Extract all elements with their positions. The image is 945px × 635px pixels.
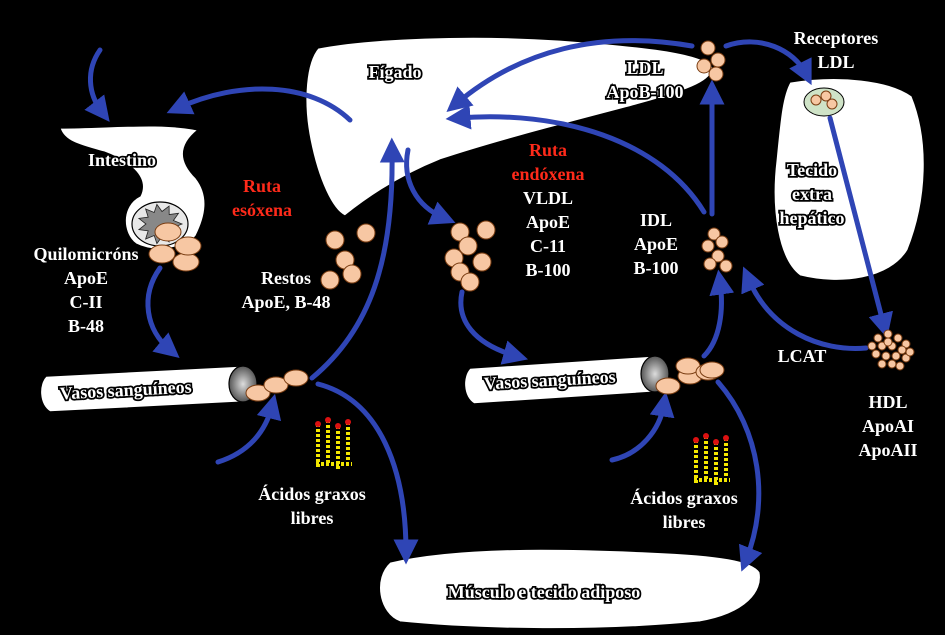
- fatty-acid-icon: [693, 433, 730, 486]
- endogenous-route-label-2: endóxena: [511, 164, 584, 184]
- arrow-chylomicrons-to-vessel: [145, 265, 180, 359]
- arrow-idl-to-liver: [445, 104, 707, 215]
- extrahepatic-tissue-label-3: hepático: [780, 208, 845, 228]
- arrow-ldl-to-receptors: [723, 39, 812, 86]
- ldl-label: LDL: [626, 58, 663, 78]
- arrow-hdl-to-idl: [741, 266, 869, 351]
- hdl-particle: [867, 341, 877, 351]
- hdl-particle: [883, 329, 893, 339]
- chylomicrons-apoe: ApoE: [64, 268, 108, 288]
- remnant-particles: [320, 223, 376, 290]
- fatty-acids-free-right: libres: [663, 512, 706, 532]
- hdl-particle: [893, 333, 903, 343]
- exogenous-route-label: Ruta: [243, 176, 281, 196]
- ldl-particles: [696, 40, 726, 82]
- liver-label: Fígado: [368, 62, 421, 82]
- ldl-receptors-ldl: LDL: [817, 52, 854, 72]
- hdl-particle: [877, 359, 887, 369]
- hdl-particle: [897, 345, 907, 355]
- vessel-particles-right: [655, 357, 725, 395]
- arrow-vldl-to-vessel: [458, 289, 529, 365]
- vldl-b100: B-100: [526, 260, 571, 280]
- arrow-fatty-acids-left: [215, 393, 282, 465]
- hdl-label: HDL: [868, 392, 907, 412]
- vldl-label: VLDL: [523, 188, 573, 208]
- idl-apoe: ApoE: [634, 234, 678, 254]
- remnants-label: Restos: [261, 268, 311, 288]
- vldl-c2: C-11: [530, 236, 566, 256]
- vldl-particles: [444, 220, 496, 292]
- muscle-adipose-label: Músculo e tecido adiposo: [448, 582, 641, 602]
- fatty-acids-label-left: Ácidos graxos: [258, 483, 366, 504]
- hdl-particle: [873, 333, 883, 343]
- hdl-particle: [895, 361, 905, 371]
- arrow-vessel-to-liver: [309, 137, 405, 381]
- arrow-tissue-to-hdl: [827, 115, 893, 339]
- vessel-particles-left: [245, 369, 309, 402]
- receptor-bound-particles: [810, 90, 838, 110]
- ldl-apo: ApoB-100: [606, 82, 683, 102]
- exogenous-route-label-2: esóxena: [232, 200, 292, 220]
- endogenous-route-label: Ruta: [529, 140, 567, 160]
- flow-arrows: [84, 38, 893, 572]
- extrahepatic-tissue-label: Tecido: [787, 160, 837, 180]
- hdl-apoa1: ApoAI: [862, 416, 914, 436]
- hdl-particle: [871, 349, 881, 359]
- hdl-apoa2: ApoAII: [858, 440, 917, 460]
- chylomicron-particles: [148, 222, 202, 272]
- idl-label: IDL: [640, 210, 672, 230]
- intestine-label: Intestino: [88, 150, 156, 170]
- hdl-particle: [881, 351, 891, 361]
- idl-particles: [701, 227, 733, 273]
- extrahepatic-tissue-label-2: extra: [792, 184, 832, 204]
- hdl-particle: [891, 351, 901, 361]
- hdl-particles: [867, 329, 915, 371]
- arrow-vessel-to-muscle-right: [715, 379, 763, 572]
- chylomicrons-b48: B-48: [68, 316, 104, 336]
- arrow-liver-to-vldl: [404, 147, 456, 225]
- extrahepatic-tissue-shape: [773, 77, 925, 281]
- fatty-acid-icon: [315, 417, 352, 470]
- chylomicrons-label: Quilomicróns: [33, 244, 138, 264]
- ldl-receptors-label: Receptores: [794, 28, 879, 48]
- arrow-into-intestine: [84, 47, 110, 122]
- arrow-vessel-to-idl: [701, 269, 735, 359]
- hdl-particle: [883, 337, 893, 347]
- idl-b100: B-100: [634, 258, 679, 278]
- arrow-ldl-to-liver: [446, 38, 695, 113]
- hdl-particle: [905, 347, 915, 357]
- chylomicrons-c2: C-II: [69, 292, 102, 312]
- remnants-apo: ApoE, B-48: [241, 292, 330, 312]
- fatty-acids-free-left: libres: [291, 508, 334, 528]
- arrow-fatty-acids-right: [609, 391, 675, 463]
- muscle-adipose-shape: [378, 548, 762, 630]
- fatty-acids-label-right: Ácidos graxos: [630, 487, 738, 508]
- lcat-label: LCAT: [778, 346, 827, 366]
- arrow-vessel-to-muscle-left: [315, 381, 419, 565]
- arrow-liver-to-intestine: [166, 86, 353, 123]
- hdl-particle: [887, 359, 897, 369]
- vldl-apoe: ApoE: [526, 212, 570, 232]
